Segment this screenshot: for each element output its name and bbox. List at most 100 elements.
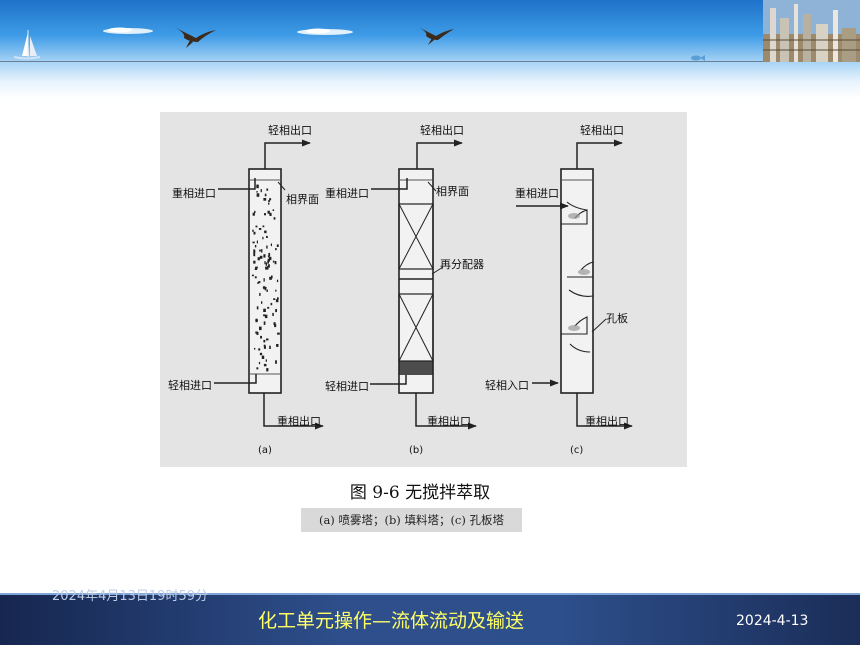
droplet	[265, 359, 267, 362]
droplet	[258, 281, 261, 284]
droplet	[262, 225, 265, 228]
footer-course-title: 化工单元操作—流体流动及输送	[258, 610, 525, 632]
droplet	[266, 245, 268, 249]
droplet	[275, 299, 279, 303]
footer-date: 2024-4-13	[736, 613, 809, 629]
droplet	[263, 346, 266, 349]
droplet	[259, 352, 263, 356]
droplet	[265, 262, 268, 266]
droplet	[253, 252, 256, 257]
droplet	[266, 289, 268, 292]
droplet	[252, 212, 255, 216]
droplet	[261, 249, 263, 253]
droplet	[269, 276, 272, 280]
droplet	[266, 338, 269, 341]
header-banner	[0, 0, 860, 100]
sailboat-icon	[13, 30, 41, 60]
refinery-picture	[763, 0, 860, 62]
droplet	[277, 332, 280, 335]
figure-caption-subtitle-box	[301, 508, 522, 532]
droplet	[263, 198, 267, 201]
droplet	[260, 189, 262, 193]
tower-a-heavy-in-arrow	[218, 178, 256, 190]
panel-label-a: (a)	[258, 445, 272, 456]
header-decorations	[13, 0, 860, 62]
droplet	[258, 348, 261, 351]
label-a-light-out: 轻相出口	[268, 124, 312, 137]
droplet	[254, 245, 257, 248]
tower-a-column	[248, 168, 282, 394]
droplet	[263, 321, 266, 325]
footer-datetime: 2024年4月13日19时59分	[52, 589, 208, 604]
droplet	[275, 309, 277, 313]
figure-caption-title: 图 9-6 无搅拌萃取	[349, 483, 491, 503]
droplet	[263, 254, 266, 258]
label-b-light-in: 轻相进口	[325, 380, 369, 393]
droplet	[274, 261, 277, 265]
droplet	[264, 213, 266, 216]
droplet	[268, 200, 270, 202]
droplet	[262, 236, 264, 240]
label-b-heavy-in: 重相进口	[325, 187, 369, 200]
droplet	[272, 312, 274, 316]
droplet	[255, 225, 258, 228]
tower-diagram	[214, 139, 633, 430]
droplet	[263, 278, 265, 282]
droplet	[273, 322, 276, 325]
droplet	[256, 184, 259, 189]
label-a-interface: 相界面	[286, 193, 319, 206]
droplet	[275, 360, 277, 364]
tower-a-heavy-out-arrow	[263, 393, 324, 430]
droplet	[252, 241, 255, 244]
tower-c-column	[560, 168, 594, 394]
footer-top-border	[0, 593, 860, 595]
panel-b-packed-tower	[370, 139, 477, 430]
droplet	[253, 249, 256, 253]
droplet	[261, 355, 265, 359]
droplet	[266, 235, 268, 238]
panel-c-sieve-plate-tower	[516, 139, 633, 430]
header-divider	[0, 61, 770, 62]
droplet	[269, 212, 272, 215]
droplet	[256, 306, 259, 310]
droplet	[267, 306, 270, 309]
droplet	[259, 249, 261, 252]
droplet	[277, 297, 279, 300]
droplet	[269, 345, 271, 349]
droplet	[253, 260, 256, 264]
label-c-heavy-out: 重相出口	[585, 415, 629, 428]
droplet	[257, 257, 260, 261]
tower-a-light-in-arrow	[214, 374, 257, 384]
panel-label-b: (b)	[409, 445, 424, 456]
label-a-heavy-in: 重相进口	[172, 187, 216, 200]
fish-icon	[691, 55, 705, 61]
droplet	[259, 292, 261, 296]
tower-b-packing-upper	[398, 203, 434, 270]
droplet	[265, 266, 268, 270]
droplet	[256, 193, 260, 197]
droplet	[271, 275, 273, 279]
extraction-tower-figure: 轻相出口 重相进口 相界面 轻相进口 重相出口 (a) 轻相出口 重相进口 相界…	[160, 112, 687, 467]
bird-icon-2	[418, 27, 454, 45]
droplet	[264, 230, 267, 233]
droplet	[254, 210, 256, 214]
droplet	[264, 288, 267, 291]
droplet	[264, 193, 267, 197]
droplet	[255, 318, 258, 323]
footer-bar	[0, 593, 860, 645]
droplet	[276, 244, 279, 247]
droplet	[267, 260, 269, 264]
tower-c-dispersed-phase	[568, 213, 590, 331]
label-c-light-out: 轻相出口	[580, 124, 624, 137]
droplet	[275, 289, 277, 292]
droplet	[264, 314, 268, 319]
droplet	[267, 258, 271, 262]
droplet	[264, 261, 266, 265]
droplet	[273, 298, 276, 300]
droplet	[256, 240, 258, 244]
label-a-light-in: 轻相进口	[168, 379, 212, 392]
droplet	[263, 286, 267, 289]
droplet	[254, 276, 257, 279]
droplet	[270, 302, 273, 306]
droplet	[255, 266, 258, 269]
